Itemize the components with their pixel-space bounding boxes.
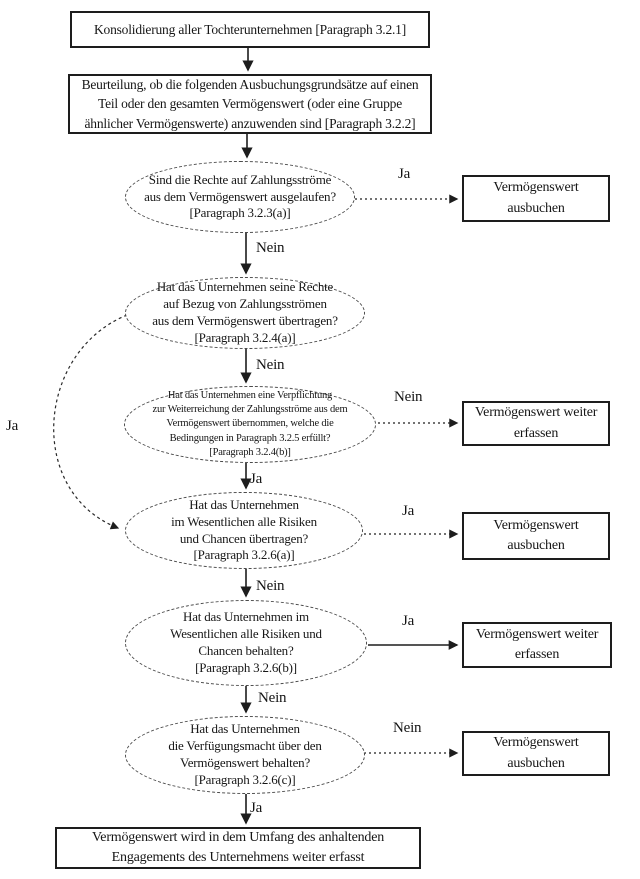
edge-label-q5-ja: Ja — [402, 613, 415, 629]
decision-line: die Verfügungsmacht über den — [168, 738, 322, 754]
arrow-q2-ja-arc — [53, 314, 128, 530]
decision-line: [Paragraph 3.2.6(a)] — [193, 547, 295, 563]
decision-line: Sind die Rechte auf Zahlungsströme — [148, 171, 332, 187]
outcome-line: Vermögenswert — [493, 517, 579, 533]
decision-passthrough-obligation: Hat das Unternehmen eine Verpflichtung z… — [124, 386, 376, 463]
outcome-line: ausbuchen — [507, 200, 565, 216]
final-box-continuing-involvement: Vermögenswert wird in dem Umfang des anh… — [55, 827, 421, 869]
decision-line: Wesentlichen alle Risiken und — [170, 626, 322, 642]
decision-line: und Chancen übertragen? — [179, 530, 309, 546]
edge-label-q3-ja: Ja — [250, 471, 263, 487]
decision-line: [Paragraph 3.2.4(a)] — [194, 329, 296, 345]
outcome-derecognise-3: Vermögenswert ausbuchen — [462, 731, 610, 776]
edge-label-q4-nein: Nein — [256, 578, 285, 594]
outcome-line: erfassen — [513, 425, 559, 441]
edge-label-q2-ja: Ja — [6, 418, 19, 434]
final-box-line: Vermögenswert wird in dem Umfang des anh… — [91, 830, 385, 846]
scope-assessment-box: Beurteilung, ob die folgenden Ausbuchung… — [68, 74, 432, 134]
outcome-derecognise-2: Vermögenswert ausbuchen — [462, 512, 610, 560]
decision-risks-transferred: Hat das Unternehmen im Wesentlichen alle… — [125, 492, 363, 569]
outcome-line: Vermögenswert — [493, 180, 579, 196]
decision-line: Bedingungen in Paragraph 3.2.5 erfüllt? — [169, 432, 331, 444]
decision-line: Chancen behalten? — [198, 643, 294, 658]
outcome-continue-recognising-1: Vermögenswert weiter erfassen — [462, 401, 610, 446]
decision-rights-transferred: Hat das Unternehmen seine Rechte auf Bez… — [125, 277, 365, 349]
decision-line: Vermögenswert übernommen, welche die — [166, 418, 334, 430]
edge-label-q5-nein: Nein — [258, 690, 287, 706]
scope-box-line: ähnlicher Vermögenswerte) anzuwenden sin… — [84, 115, 416, 131]
outcome-line: erfassen — [514, 647, 560, 662]
decision-line: [Paragraph 3.2.6(c)] — [194, 771, 296, 787]
decision-line: zur Weiterreichung der Zahlungsströme au… — [152, 404, 348, 416]
outcome-derecognise-1: Vermögenswert ausbuchen — [462, 175, 610, 222]
decision-line: Hat das Unternehmen — [190, 721, 300, 737]
start-box-line: Konsolidierung aller Tochterunternehmen … — [93, 21, 407, 37]
edge-label-q1-ja: Ja — [398, 166, 411, 182]
decision-line: aus dem Vermögenswert übertragen? — [152, 313, 338, 328]
decision-control-retained: Hat das Unternehmen die Verfügungsmacht … — [125, 716, 365, 794]
decision-rights-expired: Sind die Rechte auf Zahlungsströme aus d… — [125, 161, 355, 233]
outcome-continue-recognising-2: Vermögenswert weiter erfassen — [462, 622, 612, 668]
decision-line: [Paragraph 3.2.6(b)] — [195, 659, 297, 675]
outcome-line: ausbuchen — [507, 755, 565, 771]
scope-box-line: Beurteilung, ob die folgenden Ausbuchung… — [81, 77, 419, 93]
decision-line: Hat das Unternehmen — [189, 496, 299, 512]
decision-line: Hat das Unternehmen im — [183, 609, 309, 625]
edge-label-q6-nein: Nein — [393, 720, 422, 736]
decision-line: Hat das Unternehmen seine Rechte — [156, 279, 334, 295]
outcome-line: ausbuchen — [507, 538, 565, 553]
outcome-line: Vermögenswert weiter — [475, 626, 599, 642]
edge-label-q2-nein: Nein — [256, 357, 285, 373]
edge-label-q3-nein: Nein — [394, 389, 423, 405]
outcome-line: Vermögenswert weiter — [474, 405, 598, 421]
decision-line: auf Bezug von Zahlungsströmen — [163, 296, 327, 312]
decision-line: im Wesentlichen alle Risiken — [171, 513, 317, 529]
decision-line: Vermögenswert behalten? — [179, 755, 311, 770]
decision-risks-retained: Hat das Unternehmen im Wesentlichen alle… — [125, 600, 367, 686]
scope-box-line: Teil oder den gesamten Vermögenswert (od… — [97, 96, 403, 112]
edge-label-q4-ja: Ja — [402, 503, 415, 519]
decision-line: aus dem Vermögenswert ausgelaufen? — [144, 188, 336, 204]
outcome-line: Vermögenswert — [493, 735, 579, 751]
decision-line: Hat das Unternehmen eine Verpflichtung — [167, 390, 333, 402]
edge-label-q1-nein: Nein — [256, 240, 285, 256]
decision-line: [Paragraph 3.2.4(b)] — [209, 446, 291, 458]
edge-label-q6-ja: Ja — [250, 800, 263, 816]
decision-line: [Paragraph 3.2.3(a)] — [189, 205, 291, 221]
final-box-line: Engagements des Unternehmens weiter erfa… — [111, 850, 365, 865]
start-box: Konsolidierung aller Tochterunternehmen … — [70, 11, 430, 48]
